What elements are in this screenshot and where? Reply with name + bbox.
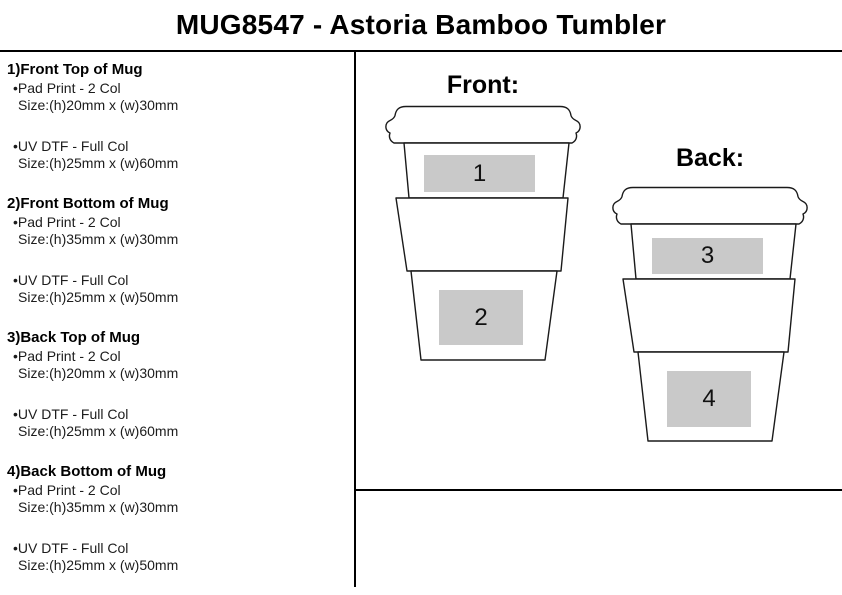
tumbler-lid <box>385 105 581 144</box>
print-method-line: •Pad Print - 2 Col <box>13 80 121 96</box>
tumbler-sleeve <box>395 197 569 272</box>
tumbler-sleeve <box>622 278 796 353</box>
print-option: •Pad Print - 2 Col Size:(h)20mm x (w)30m… <box>7 348 342 382</box>
print-method-line: •UV DTF - Full Col <box>13 406 129 422</box>
print-size-line: Size:(h)25mm x (w)50mm <box>18 557 179 573</box>
print-size-line: Size:(h)25mm x (w)50mm <box>18 289 179 305</box>
print-size-line: Size:(h)20mm x (w)30mm <box>18 365 179 381</box>
print-option: •Pad Print - 2 Col Size:(h)35mm x (w)30m… <box>7 482 342 516</box>
print-method-line: •UV DTF - Full Col <box>13 540 129 556</box>
print-method-line: •Pad Print - 2 Col <box>13 348 121 364</box>
title-divider <box>0 50 842 52</box>
print-method-line: •UV DTF - Full Col <box>13 138 129 154</box>
section-heading: 3)Back Top of Mug <box>7 329 141 346</box>
front-view-label: Front: <box>446 71 520 99</box>
print-area-3: 3 <box>652 238 763 274</box>
print-option: •UV DTF - Full Col Size:(h)25mm x (w)50m… <box>7 540 342 574</box>
print-spec-panel: 1)Front Top of Mug •Pad Print - 2 Col Si… <box>7 60 342 595</box>
print-option: •Pad Print - 2 Col Size:(h)35mm x (w)30m… <box>7 214 342 248</box>
print-option: •UV DTF - Full Col Size:(h)25mm x (w)50m… <box>7 272 342 306</box>
print-area-1: 1 <box>424 155 535 192</box>
print-area-2: 2 <box>439 290 523 345</box>
spec-section-back-bottom: 4)Back Bottom of Mug •Pad Print - 2 Col … <box>7 462 342 574</box>
print-method-line: •Pad Print - 2 Col <box>13 482 121 498</box>
diagram-divider <box>355 489 842 491</box>
section-heading: 1)Front Top of Mug <box>7 61 143 78</box>
print-size-line: Size:(h)25mm x (w)60mm <box>18 155 179 171</box>
print-method-line: •Pad Print - 2 Col <box>13 214 121 230</box>
tumbler-lid <box>612 186 808 225</box>
print-area-4: 4 <box>667 371 751 427</box>
spec-section-back-top: 3)Back Top of Mug •Pad Print - 2 Col Siz… <box>7 328 342 440</box>
print-size-line: Size:(h)25mm x (w)60mm <box>18 423 179 439</box>
panel-divider <box>354 50 356 587</box>
print-size-line: Size:(h)35mm x (w)30mm <box>18 499 179 515</box>
print-option: •Pad Print - 2 Col Size:(h)20mm x (w)30m… <box>7 80 342 114</box>
section-heading: 4)Back Bottom of Mug <box>7 463 167 480</box>
spec-section-front-top: 1)Front Top of Mug •Pad Print - 2 Col Si… <box>7 60 342 172</box>
print-option: •UV DTF - Full Col Size:(h)25mm x (w)60m… <box>7 138 342 172</box>
print-option: •UV DTF - Full Col Size:(h)25mm x (w)60m… <box>7 406 342 440</box>
print-method-line: •UV DTF - Full Col <box>13 272 129 288</box>
page-title: MUG8547 - Astoria Bamboo Tumbler <box>175 9 667 40</box>
section-heading: 2)Front Bottom of Mug <box>7 195 169 212</box>
print-size-line: Size:(h)20mm x (w)30mm <box>18 97 179 113</box>
back-view-label: Back: <box>675 144 745 172</box>
spec-section-front-bottom: 2)Front Bottom of Mug •Pad Print - 2 Col… <box>7 194 342 306</box>
print-size-line: Size:(h)35mm x (w)30mm <box>18 231 179 247</box>
